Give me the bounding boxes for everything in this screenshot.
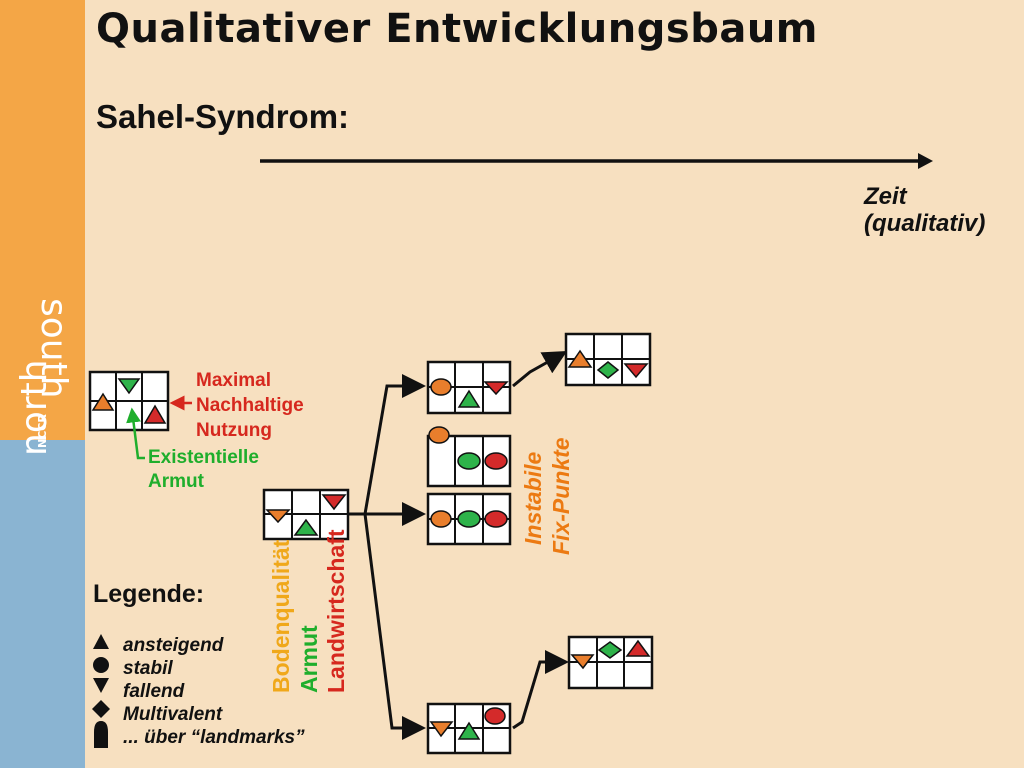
triangle-down-icon	[265, 509, 291, 524]
state-box-fixpoint-2	[426, 492, 512, 546]
triangle-down-icon	[429, 721, 454, 738]
triangle-down-icon	[117, 378, 141, 395]
logo-nccr-text: NCCR	[36, 414, 49, 448]
legend: Legende: ansteigend stabil fallend Multi…	[92, 580, 305, 748]
variable-label-armut: Armut	[296, 625, 322, 693]
page-subtitle: Sahel-Syndrom:	[96, 98, 350, 135]
triangle-up-icon	[457, 721, 481, 740]
variable-label-landwirtschaft: Landwirtschaft	[323, 529, 349, 693]
triangle-down-icon	[321, 494, 347, 511]
diamond-icon	[597, 641, 623, 659]
triangle-up-icon	[567, 349, 593, 368]
circle-icon	[93, 657, 109, 673]
triangle-up-icon	[93, 634, 109, 649]
circle-icon	[428, 426, 450, 444]
triangle-up-icon	[293, 518, 319, 536]
legend-item-label: ... über “landmarks”	[123, 727, 305, 748]
maximal-label-line2: Nachhaltige	[196, 395, 304, 416]
connector-lower-next	[512, 650, 569, 730]
reference-annotations: Maximal Nachhaltige Nutzung Existentiell…	[126, 370, 304, 492]
nccr-north-south-logo: north south NCCR	[14, 298, 74, 456]
diamond-icon	[92, 700, 110, 718]
logo-north-text: north	[14, 359, 55, 456]
triangle-down-icon	[570, 654, 595, 670]
triangle-down-icon	[93, 678, 109, 693]
time-axis-label-line2: (qualitativ)	[864, 210, 985, 237]
connector-to-lower-branch	[348, 512, 426, 740]
triangle-down-icon	[483, 381, 509, 396]
circle-icon	[430, 510, 452, 528]
legend-item-label: ansteigend	[123, 635, 224, 656]
circle-icon	[484, 707, 506, 725]
circle-icon	[457, 510, 481, 528]
page-title: Qualitativer Entwicklungsbaum	[96, 6, 818, 52]
landmark-icon	[94, 721, 108, 748]
circle-icon	[484, 510, 508, 528]
state-box-branch-upper	[426, 360, 512, 415]
tree-connectors	[348, 351, 569, 740]
existentielle-pointer	[126, 407, 145, 460]
instabile-label-line2: Fix-Punkte	[548, 437, 574, 555]
sidebar-top-band	[0, 0, 85, 440]
variable-labels: Bodenqualität Armut Landwirtschaft	[268, 529, 349, 693]
time-axis-label-line1: Zeit	[863, 183, 908, 210]
legend-item-label: fallend	[123, 681, 185, 702]
legend-item-label: stabil	[123, 658, 173, 679]
existentielle-label-line1: Existentielle	[148, 447, 259, 468]
triangle-up-icon	[143, 404, 167, 424]
state-box-branch-upper-next	[564, 332, 652, 387]
time-axis-arrowhead	[918, 153, 933, 169]
triangle-up-icon	[625, 639, 651, 657]
time-axis: Zeit (qualitativ)	[260, 153, 985, 237]
legend-item-label: Multivalent	[123, 704, 223, 725]
triangle-up-icon	[91, 392, 115, 411]
circle-icon	[484, 452, 508, 470]
instabile-label-line1: Instabile	[520, 451, 546, 545]
circle-icon	[457, 452, 481, 470]
legend-title: Legende:	[93, 580, 204, 608]
maximal-label-line1: Maximal	[196, 370, 271, 391]
connector-upper-next	[512, 351, 568, 388]
variable-label-bodenqualitaet: Bodenqualität	[268, 539, 294, 693]
state-box-initial	[262, 488, 350, 541]
existentielle-label-line2: Armut	[148, 471, 205, 492]
state-box-branch-lower-next	[567, 635, 654, 690]
circle-icon	[430, 378, 452, 396]
triangle-down-icon	[623, 363, 649, 379]
logo-south-text: south	[33, 298, 74, 399]
state-box-fixpoint-1	[426, 426, 512, 488]
maximal-label-line3: Nutzung	[196, 420, 272, 441]
state-box-branch-lower	[426, 702, 512, 755]
triangle-up-icon	[457, 389, 481, 408]
state-box-reference	[88, 370, 170, 432]
instabile-fixpunkte-label: Instabile Fix-Punkte	[520, 437, 574, 555]
sidebar-bottom-band	[0, 440, 85, 768]
diamond-icon	[596, 361, 620, 379]
connector-to-upper-branch	[348, 374, 426, 516]
